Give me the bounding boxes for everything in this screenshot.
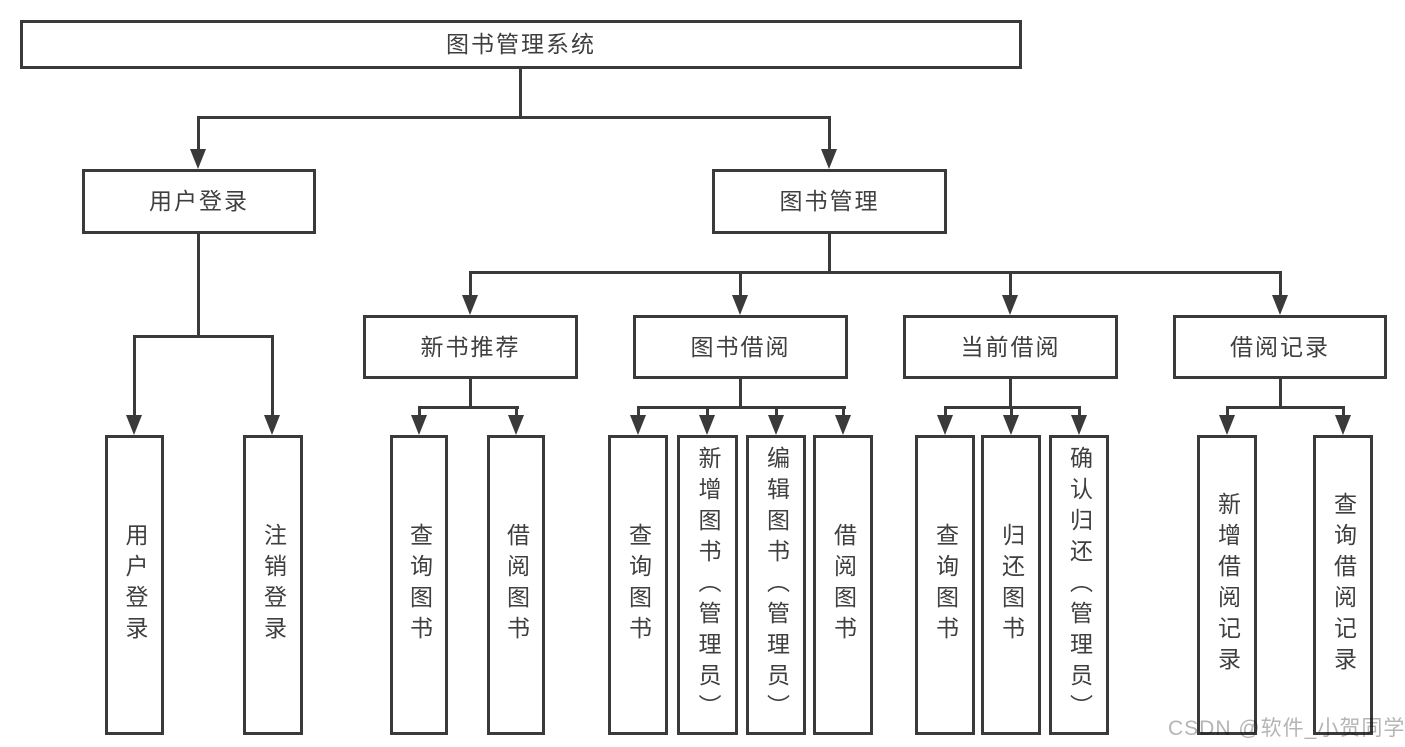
arrow-down-icon bbox=[126, 415, 142, 435]
connector-line bbox=[469, 271, 1282, 274]
leaf-query-books-current: 查询图书 bbox=[915, 435, 975, 735]
node-new-book-recommend: 新书推荐 bbox=[363, 315, 578, 379]
leaf-borrow-books: 借阅图书 bbox=[813, 435, 873, 735]
leaf-query-books-borrow: 查询图书 bbox=[608, 435, 668, 735]
connector-line bbox=[1342, 406, 1345, 417]
arrow-down-icon bbox=[1071, 415, 1087, 435]
node-borrow-records: 借阅记录 bbox=[1173, 315, 1387, 379]
arrow-down-icon bbox=[462, 295, 478, 315]
connector-line bbox=[418, 406, 421, 417]
leaf-add-borrow-record: 新增借阅记录 bbox=[1197, 435, 1257, 735]
arrow-down-icon bbox=[264, 415, 280, 435]
arrow-down-icon bbox=[821, 149, 837, 169]
arrow-down-icon bbox=[1002, 295, 1018, 315]
connector-line bbox=[739, 379, 742, 409]
leaf-borrow-books-recommend: 借阅图书 bbox=[487, 435, 545, 735]
leaf-query-books-recommend: 查询图书 bbox=[390, 435, 448, 735]
connector-line bbox=[519, 68, 522, 119]
arrow-down-icon bbox=[1003, 415, 1019, 435]
node-library-management-system: 图书管理系统 bbox=[20, 20, 1022, 69]
leaf-query-borrow-record: 查询借阅记录 bbox=[1313, 435, 1373, 735]
connector-line bbox=[1009, 271, 1012, 297]
connector-line bbox=[133, 335, 136, 417]
connector-line bbox=[706, 406, 709, 417]
leaf-user-login: 用户登录 bbox=[105, 435, 164, 735]
arrow-down-icon bbox=[699, 415, 715, 435]
connector-line bbox=[1279, 271, 1282, 297]
connector-line bbox=[197, 116, 831, 119]
connector-line bbox=[775, 406, 778, 417]
node-user-login: 用户登录 bbox=[82, 169, 316, 234]
connector-line bbox=[944, 406, 947, 417]
connector-line bbox=[197, 116, 200, 150]
leaf-add-book-admin: 新增图书（管理员） bbox=[677, 435, 738, 735]
connector-line bbox=[828, 234, 831, 274]
arrow-down-icon bbox=[1272, 295, 1288, 315]
connector-line bbox=[1226, 406, 1345, 409]
connector-line bbox=[515, 406, 518, 417]
connector-line bbox=[271, 335, 274, 417]
connector-line bbox=[1279, 379, 1282, 409]
connector-line bbox=[637, 406, 846, 409]
watermark-text: CSDN @软件_小贺同学 bbox=[1168, 717, 1405, 740]
arrow-down-icon bbox=[630, 415, 646, 435]
connector-line bbox=[739, 271, 742, 297]
arrow-down-icon bbox=[508, 415, 524, 435]
arrow-down-icon bbox=[1335, 415, 1351, 435]
arrow-down-icon bbox=[1219, 415, 1235, 435]
leaf-logout: 注销登录 bbox=[243, 435, 303, 735]
connector-line bbox=[1010, 406, 1013, 417]
connector-line bbox=[469, 271, 472, 297]
node-book-borrow: 图书借阅 bbox=[633, 315, 848, 379]
node-book-management: 图书管理 bbox=[712, 169, 947, 234]
leaf-return-book: 归还图书 bbox=[981, 435, 1041, 735]
connector-line bbox=[828, 116, 831, 150]
connector-line bbox=[197, 234, 200, 338]
connector-line bbox=[1226, 406, 1229, 417]
leaf-edit-book-admin: 编辑图书（管理员） bbox=[746, 435, 806, 735]
node-current-borrow: 当前借阅 bbox=[903, 315, 1118, 379]
arrow-down-icon bbox=[732, 295, 748, 315]
arrow-down-icon bbox=[835, 415, 851, 435]
leaf-confirm-return-admin: 确认归还（管理员） bbox=[1049, 435, 1109, 735]
connector-line bbox=[842, 406, 845, 417]
arrow-down-icon bbox=[937, 415, 953, 435]
connector-line bbox=[133, 335, 274, 338]
connector-line bbox=[1009, 379, 1012, 409]
arrow-down-icon bbox=[190, 149, 206, 169]
connector-line bbox=[418, 406, 519, 409]
arrow-down-icon bbox=[411, 415, 427, 435]
connector-line bbox=[637, 406, 640, 417]
arrow-down-icon bbox=[768, 415, 784, 435]
connector-line bbox=[469, 379, 472, 409]
connector-line bbox=[1078, 406, 1081, 417]
